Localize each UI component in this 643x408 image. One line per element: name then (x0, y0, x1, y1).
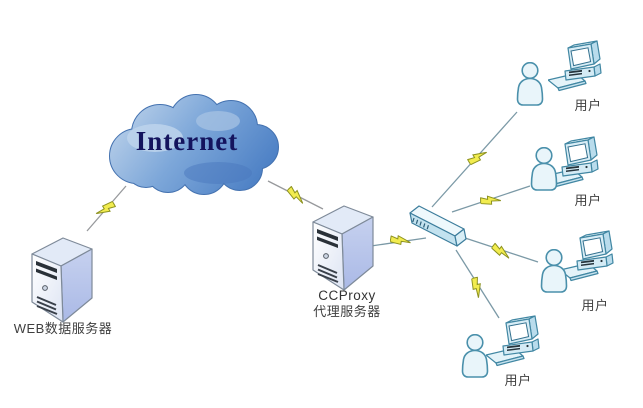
user-icon (542, 250, 567, 292)
lightning-bolt-icon (479, 191, 501, 208)
user-icon (532, 148, 557, 190)
computer-icon (560, 231, 613, 281)
web-server-label: WEB数据服务器 (13, 321, 113, 336)
user-label: 用户 (581, 298, 609, 313)
switch-icon (409, 205, 467, 247)
lightning-bolt-icon (389, 233, 410, 246)
user-label: 用户 (504, 373, 532, 388)
lightning-bolt-icon (285, 186, 307, 204)
internet-label: Internet (136, 126, 238, 156)
proxy-server-name: CCProxy (318, 288, 376, 303)
user-icon (518, 63, 543, 105)
proxy-server-label: 代理服务器 (313, 303, 381, 319)
user-label: 用户 (574, 98, 602, 113)
user-label: 用户 (574, 193, 602, 208)
user-icon (463, 335, 488, 377)
proxy-server-icon (313, 206, 373, 290)
web-server-icon (32, 238, 92, 322)
internet-cloud-icon: Internet (109, 94, 279, 195)
lightning-bolt-icon (490, 243, 512, 259)
computer-icon (486, 316, 539, 366)
proxy-server-caption: CCProxy 代理服务器 (296, 288, 398, 319)
computer-icon (548, 41, 601, 91)
